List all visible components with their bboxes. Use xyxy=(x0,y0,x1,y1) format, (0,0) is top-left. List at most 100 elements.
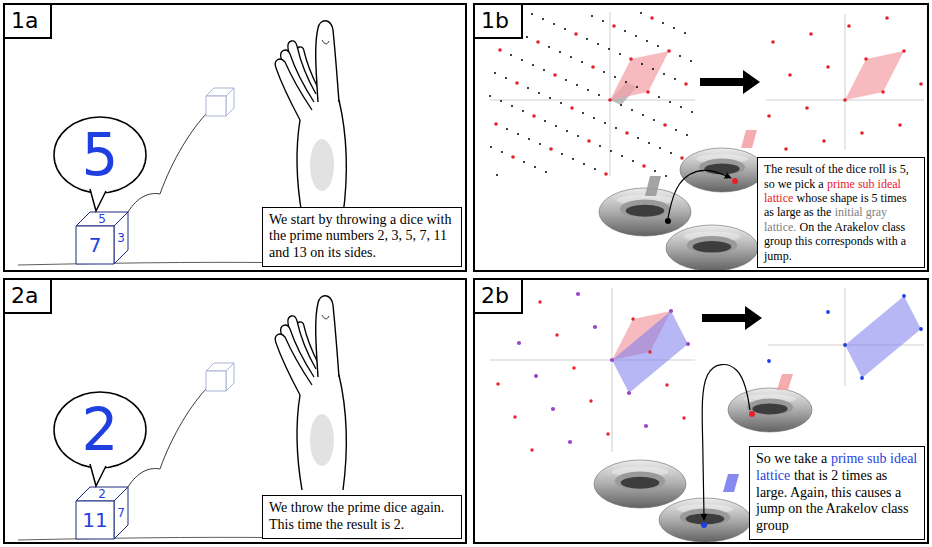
lattice-point xyxy=(767,359,771,363)
lattice-point xyxy=(500,100,502,102)
transform-arrow xyxy=(700,70,760,94)
axis-line xyxy=(490,100,695,101)
lattice-point xyxy=(680,106,682,108)
lattice-point xyxy=(570,106,574,110)
lattice-point xyxy=(604,172,608,176)
caption-text: We throw the prime dice again. This time… xyxy=(269,500,444,532)
lattice-point xyxy=(826,65,830,69)
caption-text: We start by throwing a dice with the pri… xyxy=(269,212,451,261)
torus-hole xyxy=(752,403,787,414)
hand-shading xyxy=(310,414,334,466)
lattice-point xyxy=(686,342,690,346)
lattice-point xyxy=(788,73,792,77)
lattice-point xyxy=(591,15,593,17)
lattice-point xyxy=(669,101,671,103)
lattice-point xyxy=(604,122,606,124)
lattice-point xyxy=(577,135,579,137)
lattice-point xyxy=(565,79,567,81)
hand-thumb xyxy=(316,296,339,377)
panel-number: 2b xyxy=(481,283,509,308)
hand-finger xyxy=(275,59,312,120)
flying-die xyxy=(206,363,234,391)
lattice-point xyxy=(621,155,623,157)
lattice-point xyxy=(843,98,847,102)
lattice-point xyxy=(598,94,600,96)
lattice-point xyxy=(625,131,629,135)
lattice-point xyxy=(640,12,642,14)
lattice-point xyxy=(603,71,605,73)
bubble-tail xyxy=(90,464,106,486)
lattice-point xyxy=(691,111,693,113)
lattice-point xyxy=(919,82,923,86)
lattice-point xyxy=(610,150,612,152)
lattice-point xyxy=(669,309,673,313)
speech-bubble: 2 xyxy=(52,390,148,470)
lattice-point xyxy=(555,333,558,336)
bubble-ellipse xyxy=(54,117,146,193)
lattice-point xyxy=(682,416,685,419)
lattice-point xyxy=(665,175,667,177)
lattice-point xyxy=(513,415,516,418)
lattice-point xyxy=(551,407,555,411)
torus-body xyxy=(666,225,758,271)
torus xyxy=(666,225,758,271)
die-number: 2 xyxy=(98,488,106,500)
lattice-point xyxy=(653,119,655,121)
lattice-point xyxy=(650,16,654,20)
lattice-point xyxy=(521,59,523,61)
hand-detail xyxy=(322,315,329,319)
axis-line xyxy=(845,288,846,386)
lattice-point xyxy=(534,374,538,378)
lattice-point xyxy=(826,310,830,314)
lattice-point xyxy=(528,138,530,140)
lattice-point xyxy=(515,81,519,85)
lattice-point xyxy=(881,90,885,94)
lattice-point xyxy=(860,131,864,135)
class-point xyxy=(749,411,755,417)
die-number: 3 xyxy=(117,232,125,244)
lattice xyxy=(766,14,924,151)
torus xyxy=(728,388,812,432)
lattice-point xyxy=(568,440,572,444)
lattice-point xyxy=(679,55,681,57)
lattice-point xyxy=(549,97,551,99)
lattice-point xyxy=(665,383,668,386)
caption-box: We throw the prime dice again. This time… xyxy=(262,495,462,539)
lattice-point xyxy=(506,128,508,130)
torus-rim xyxy=(615,472,666,491)
lattice-point xyxy=(498,48,502,52)
hand-drawing xyxy=(275,21,346,215)
lattice-point xyxy=(885,16,889,20)
lattice-point xyxy=(505,77,507,79)
blue-cell xyxy=(845,296,921,378)
lattice-point xyxy=(822,139,826,143)
lattice-point xyxy=(539,143,541,145)
comic-panel: 1a5We start by throwing a dice with the … xyxy=(3,3,467,272)
lattice-point xyxy=(627,391,631,395)
lattice-point xyxy=(549,147,553,151)
roll-result: 2 xyxy=(82,401,119,459)
lattice-point xyxy=(532,64,534,66)
lattice-point xyxy=(559,51,561,53)
lattice-point xyxy=(553,73,557,77)
lattice-point xyxy=(583,163,585,165)
lattice-point xyxy=(510,54,512,56)
lattice-point xyxy=(589,399,592,402)
lattice-point xyxy=(530,448,533,451)
lattice-point xyxy=(523,161,525,163)
torus-body xyxy=(659,498,751,542)
lattice-point xyxy=(543,69,545,71)
lattice-point xyxy=(511,155,515,159)
torus-body xyxy=(599,188,691,236)
lattice-point xyxy=(561,153,563,155)
axis-line xyxy=(612,288,613,452)
lattice-point xyxy=(593,117,595,119)
lattice-point xyxy=(564,28,566,30)
comic-panel: 2a2We throw the prime dice again. This t… xyxy=(3,278,467,544)
panel-tab: 2b xyxy=(475,280,523,314)
lattice-point xyxy=(684,82,688,86)
lattice-point xyxy=(659,147,661,149)
lattice-point xyxy=(902,49,906,53)
die-face xyxy=(76,226,114,264)
lattice-point xyxy=(587,89,589,91)
